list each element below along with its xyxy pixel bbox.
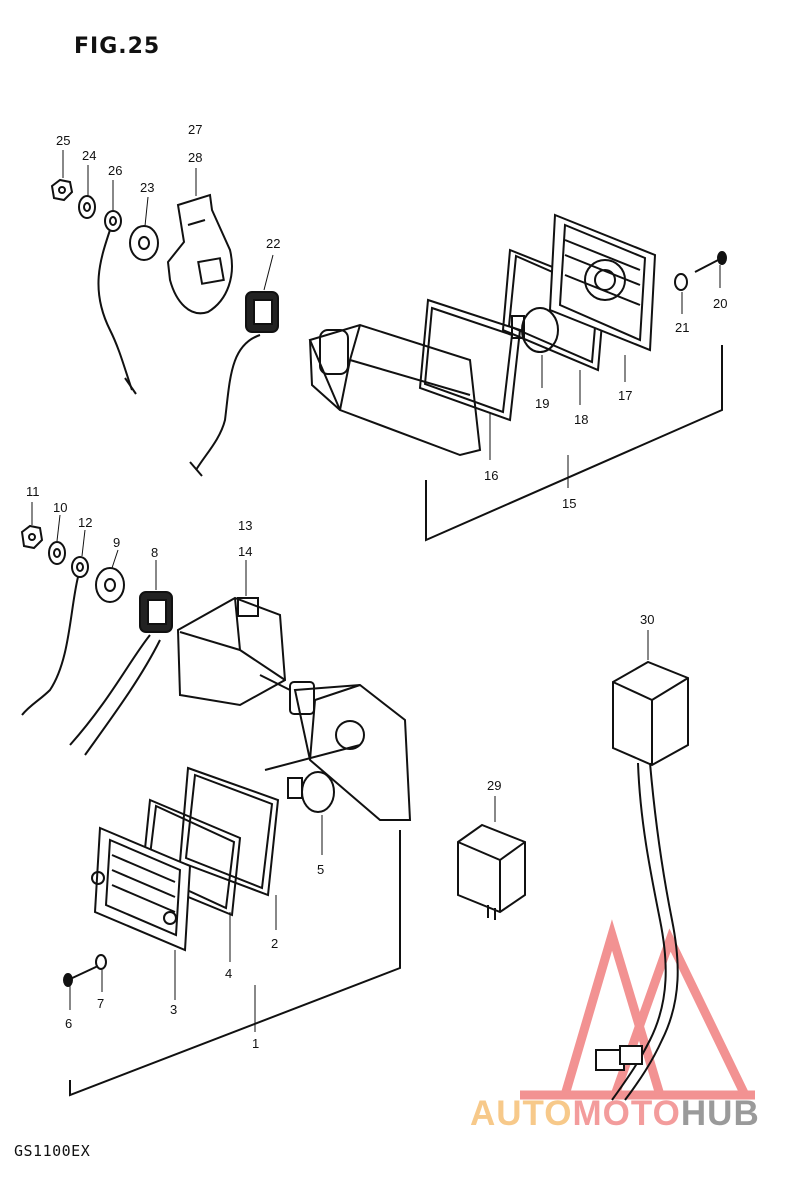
watermark-part-moto: MOTO	[572, 1094, 681, 1133]
callout-27: 27	[188, 122, 202, 137]
bracket-27-28	[166, 193, 233, 315]
lens-17	[548, 213, 657, 352]
watermark-part-hub: HUB	[680, 1094, 760, 1133]
callout-4: 4	[225, 966, 232, 981]
relay-30	[595, 660, 689, 1101]
callout-6: 6	[65, 1016, 72, 1031]
nut-11	[20, 524, 44, 550]
gasket-2	[178, 766, 280, 897]
callout-15: 15	[562, 496, 576, 511]
watermark-part-auto: AUTO	[470, 1094, 573, 1133]
washer-10	[48, 541, 66, 565]
callout-7: 7	[97, 996, 104, 1011]
callout-17: 17	[618, 388, 632, 403]
callout-20: 20	[713, 296, 727, 311]
callout-16: 16	[484, 468, 498, 483]
mount-13-14	[176, 596, 287, 707]
callout-21: 21	[675, 320, 689, 335]
group-bracket-15	[425, 345, 723, 542]
callout-18: 18	[574, 412, 588, 427]
callout-24: 24	[82, 148, 96, 163]
leader-lines	[31, 150, 721, 1032]
lens-3	[91, 826, 192, 952]
callout-13: 13	[238, 518, 252, 533]
washer-9	[95, 567, 125, 603]
ring-terminal-12	[21, 556, 89, 716]
bulb-5	[264, 744, 361, 813]
grommet-22	[245, 291, 279, 333]
model-label: GS1100EX	[14, 1142, 91, 1160]
figure-title: FIG.25	[74, 34, 161, 59]
signal-housing-lower	[259, 674, 412, 821]
callout-25: 25	[56, 133, 70, 148]
washer-21	[674, 273, 688, 291]
callout-11: 11	[26, 484, 40, 499]
callout-29: 29	[487, 778, 501, 793]
watermark-text: AUTOMOTOHUB	[470, 1094, 760, 1134]
ring-terminal-26	[97, 210, 137, 395]
relay-29	[457, 823, 526, 920]
callout-10: 10	[53, 500, 67, 515]
washer-7	[95, 954, 107, 970]
callout-23: 23	[140, 180, 154, 195]
screw-6	[63, 965, 99, 987]
callout-2: 2	[271, 936, 278, 951]
nut-25	[50, 178, 74, 202]
callout-30: 30	[640, 612, 654, 627]
screw-20	[694, 251, 727, 273]
callout-9: 9	[113, 535, 120, 550]
group-bracket-1	[69, 830, 401, 1097]
callout-28: 28	[188, 150, 202, 165]
callout-3: 3	[170, 1002, 177, 1017]
signal-housing-upper	[189, 323, 482, 477]
watermark-logo	[520, 919, 755, 1100]
washer-23	[129, 225, 159, 261]
callout-14: 14	[238, 544, 252, 559]
callout-8: 8	[151, 545, 158, 560]
callout-19: 19	[535, 396, 549, 411]
grommet-8	[69, 591, 173, 756]
callout-26: 26	[108, 163, 122, 178]
callout-1: 1	[252, 1036, 259, 1051]
callout-22: 22	[266, 236, 280, 251]
callout-5: 5	[317, 862, 324, 877]
callout-12: 12	[78, 515, 92, 530]
callout-labels: 25 24 26 23 27 28 22 16 15 19 18 17 20 2…	[26, 122, 727, 1051]
gasket-16	[418, 298, 522, 422]
washer-24	[78, 195, 96, 219]
